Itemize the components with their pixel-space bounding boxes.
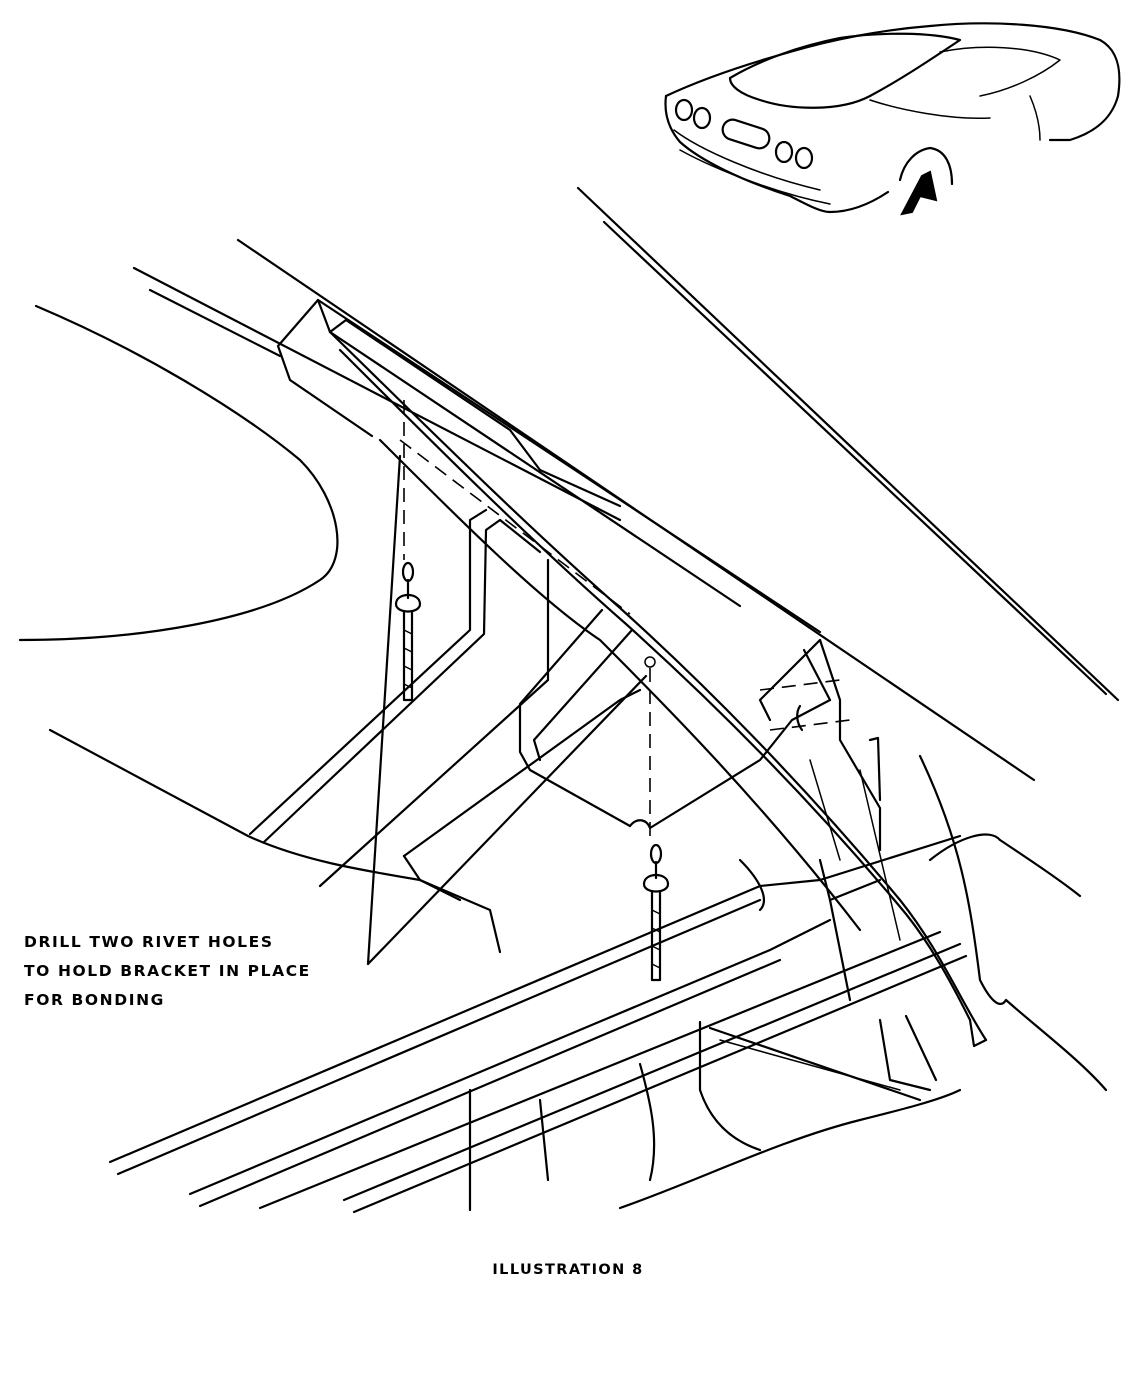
bracket-channel [276,298,988,1048]
leader-lines [366,454,648,966]
rocker-rails [108,834,968,1214]
rivet-icon [642,656,670,982]
callout-line: FOR BONDING [24,991,165,1009]
car-rear-view-icon [664,22,1121,214]
body-panels [18,186,1120,902]
location-arrow-icon [900,170,938,216]
inner-structure [248,508,1108,1092]
illustration-caption: ILLUSTRATION 8 [492,1262,644,1278]
callout-text: DRILL TWO RIVET HOLES TO HOLD BRACKET IN… [24,928,311,1015]
callout-line: TO HOLD BRACKET IN PLACE [24,962,311,980]
rivet-icon [394,400,422,702]
callout-line: DRILL TWO RIVET HOLES [24,933,274,951]
